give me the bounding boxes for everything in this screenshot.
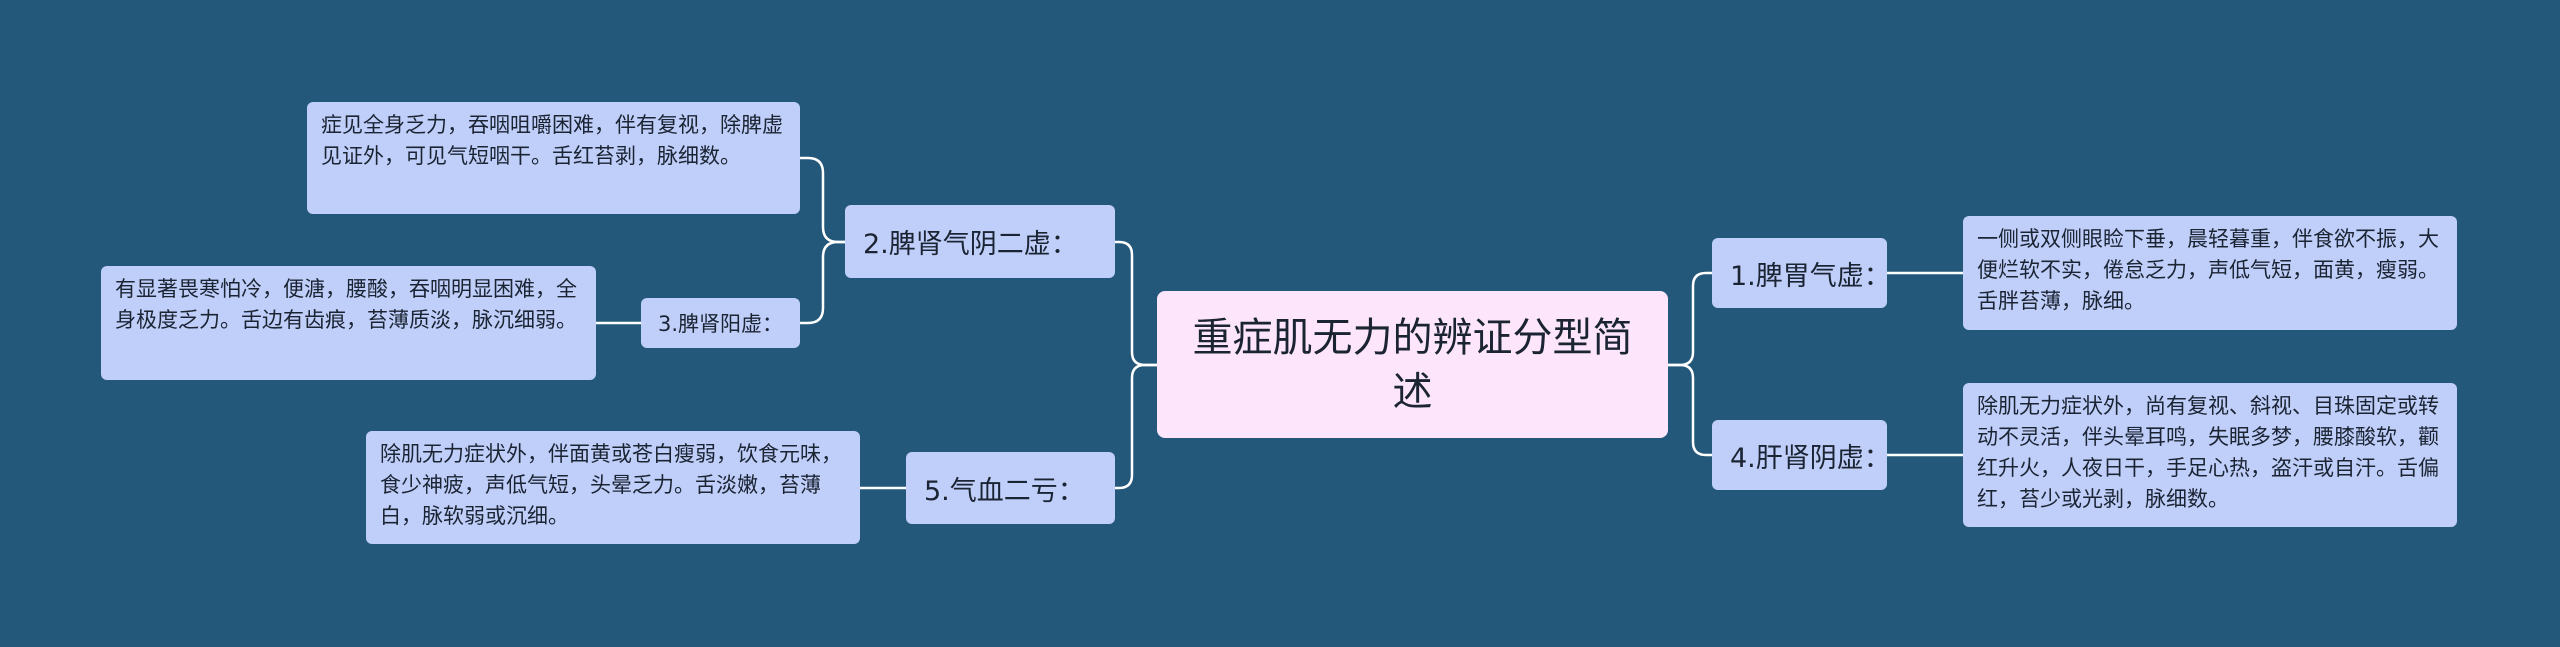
- branch-5-node[interactable]: 5.气血二亏：: [906, 452, 1115, 524]
- branch-5-label: 5.气血二亏：: [924, 475, 1085, 507]
- branch-4-detail[interactable]: 除肌无力症状外，尚有复视、斜视、目珠固定或转动不灵活，伴头晕耳鸣，失眠多梦，腰膝…: [1963, 383, 2457, 527]
- root-title: 重症肌无力的辨证分型简述: [1192, 314, 1633, 415]
- sub-3-node[interactable]: 3.脾肾阳虚：: [641, 298, 800, 348]
- branch-5-detail[interactable]: 除肌无力症状外，伴面黄或苍白瘦弱，饮食元味，食少神疲，声低气短，头晕乏力。舌淡嫩…: [366, 431, 860, 544]
- root-topic[interactable]: 重症肌无力的辨证分型简述: [1157, 291, 1668, 438]
- sub-3-detail-text: 有显著畏寒怕冷，便溏，腰酸，吞咽明显困难，全身极度乏力。舌边有齿痕，苔薄质淡，脉…: [115, 277, 577, 332]
- link-branch-2-leaf: [798, 156, 847, 244]
- link-branch-2-sub: [798, 240, 847, 325]
- sub-3-detail[interactable]: 有显著畏寒怕冷，便溏，腰酸，吞咽明显困难，全身极度乏力。舌边有齿痕，苔薄质淡，脉…: [101, 266, 596, 380]
- sub-3-label: 3.脾肾阳虚：: [657, 312, 784, 336]
- branch-5-detail-text: 除肌无力症状外，伴面黄或苍白瘦弱，饮食元味，食少神疲，声低气短，头晕乏力。舌淡嫩…: [380, 442, 842, 528]
- branch-1-node[interactable]: 1.脾胃气虚：: [1712, 238, 1891, 308]
- branch-2-node[interactable]: 2.脾肾气阴二虚：: [845, 205, 1115, 278]
- branch-2-detail[interactable]: 症见全身乏力，吞咽咀嚼困难，伴有复视，除脾虚见证外，可见气短咽干。舌红苔剥，脉细…: [307, 102, 800, 214]
- branch-4-label: 4.肝肾阴虚：: [1730, 442, 1891, 474]
- branch-1-detail-text: 一侧或双侧眼睑下垂，晨轻暮重，伴食欲不振，大便烂软不实，倦怠乏力，声低气短，面黄…: [1977, 227, 2439, 313]
- link-root-branch-2: [1113, 240, 1159, 367]
- link-root-branch-4: [1666, 363, 1714, 457]
- branch-4-detail-text: 除肌无力症状外，尚有复视、斜视、目珠固定或转动不灵活，伴头晕耳鸣，失眠多梦，腰膝…: [1977, 394, 2439, 511]
- branch-1-detail[interactable]: 一侧或双侧眼睑下垂，晨轻暮重，伴食欲不振，大便烂软不实，倦怠乏力，声低气短，面黄…: [1963, 216, 2457, 330]
- branch-4-node[interactable]: 4.肝肾阴虚：: [1712, 420, 1891, 490]
- branch-2-detail-text: 症见全身乏力，吞咽咀嚼困难，伴有复视，除脾虚见证外，可见气短咽干。舌红苔剥，脉细…: [321, 113, 783, 168]
- branch-1-label: 1.脾胃气虚：: [1730, 260, 1891, 292]
- link-root-branch-5: [1113, 363, 1159, 490]
- link-root-branch-1: [1666, 271, 1714, 367]
- branch-2-label: 2.脾肾气阴二虚：: [863, 229, 1078, 260]
